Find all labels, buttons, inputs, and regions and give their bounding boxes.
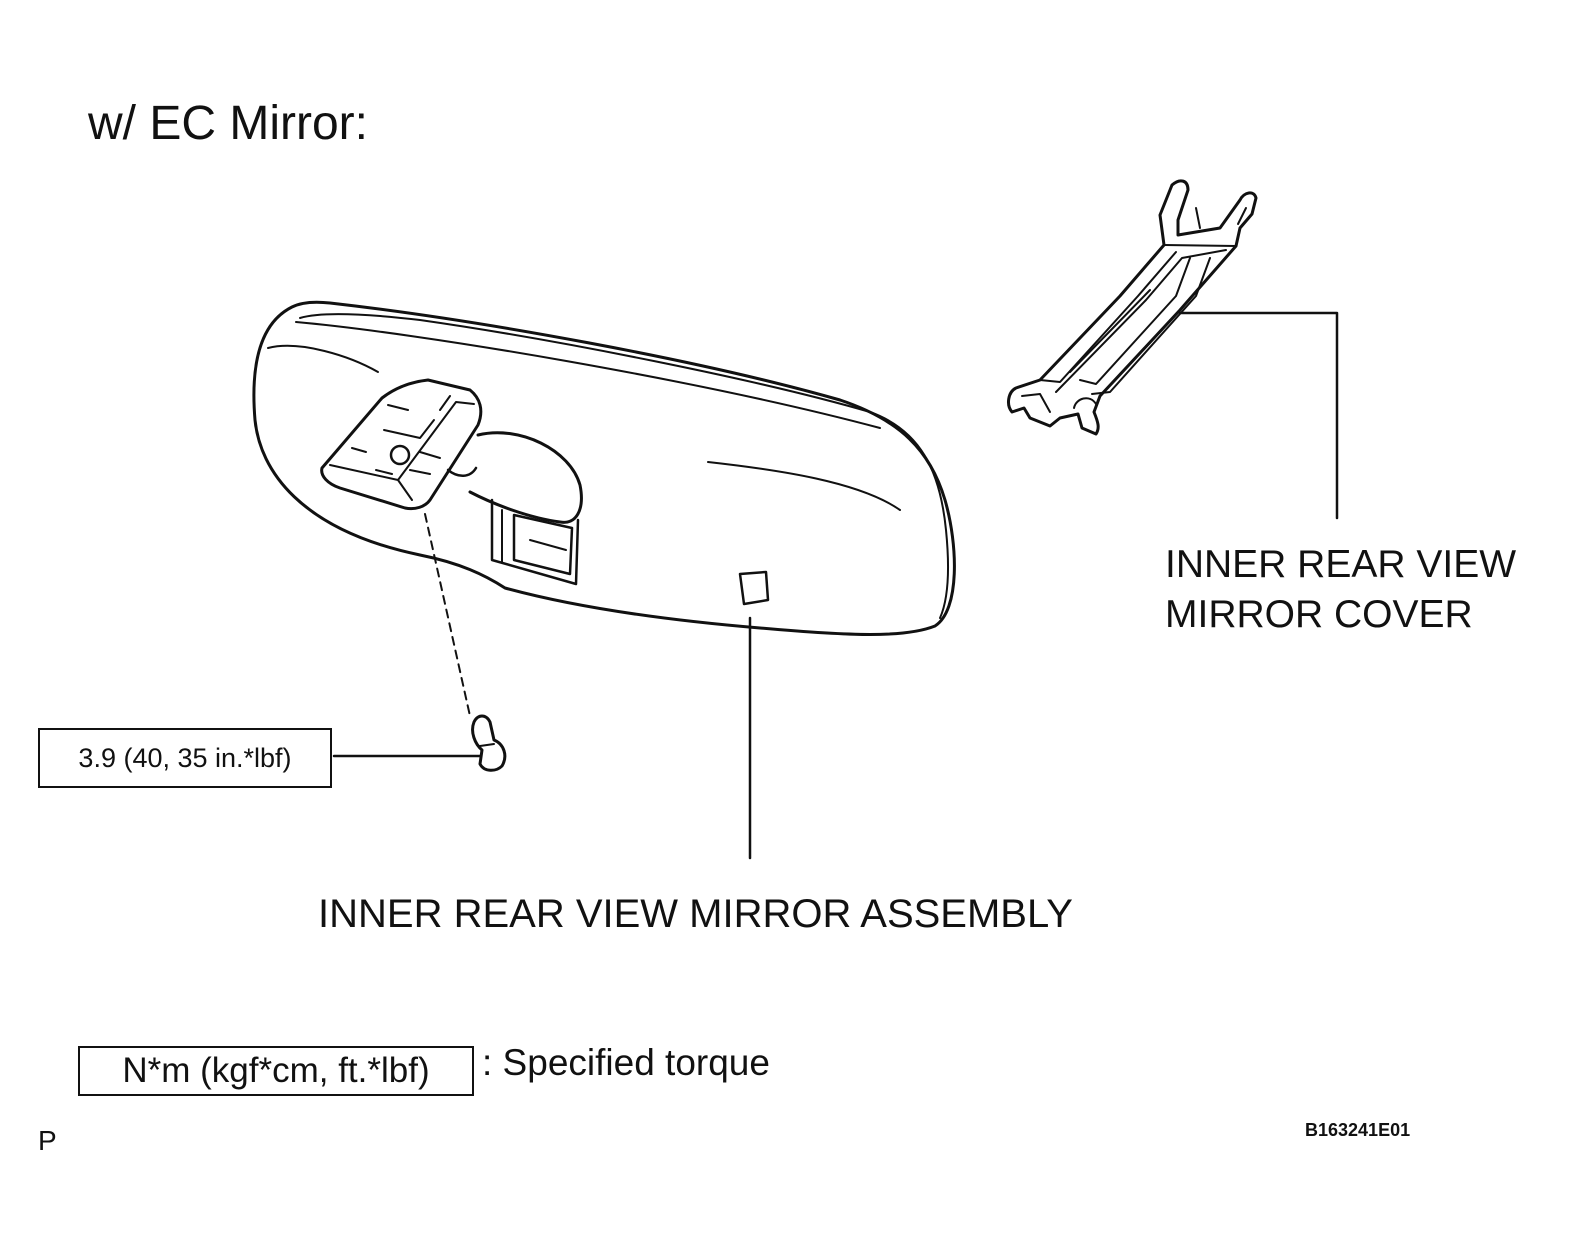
cover-leader-line bbox=[1178, 311, 1339, 520]
mirror-cover-drawing bbox=[1007, 179, 1258, 436]
torque-spec-box: 3.9 (40, 35 in.*lbf) bbox=[38, 728, 332, 788]
page-title: w/ EC Mirror: bbox=[88, 97, 368, 150]
screw-drawing bbox=[424, 513, 507, 772]
mirror-cover-label: INNER REAR VIEW MIRROR COVER bbox=[1165, 540, 1516, 640]
torque-legend-text: : Specified torque bbox=[482, 1042, 770, 1083]
mirror-cover-label-line2: MIRROR COVER bbox=[1165, 593, 1473, 636]
figure-code: B163241E01 bbox=[1305, 1120, 1411, 1140]
page-letter: P bbox=[38, 1125, 57, 1156]
mirror-cover-label-line1: INNER REAR VIEW bbox=[1165, 543, 1517, 586]
torque-legend-box: N*m (kgf*cm, ft.*lbf) bbox=[78, 1046, 474, 1096]
mirror-assembly-drawing bbox=[252, 300, 956, 636]
mirror-assembly-label: INNER REAR VIEW MIRROR ASSEMBLY bbox=[318, 892, 1073, 936]
